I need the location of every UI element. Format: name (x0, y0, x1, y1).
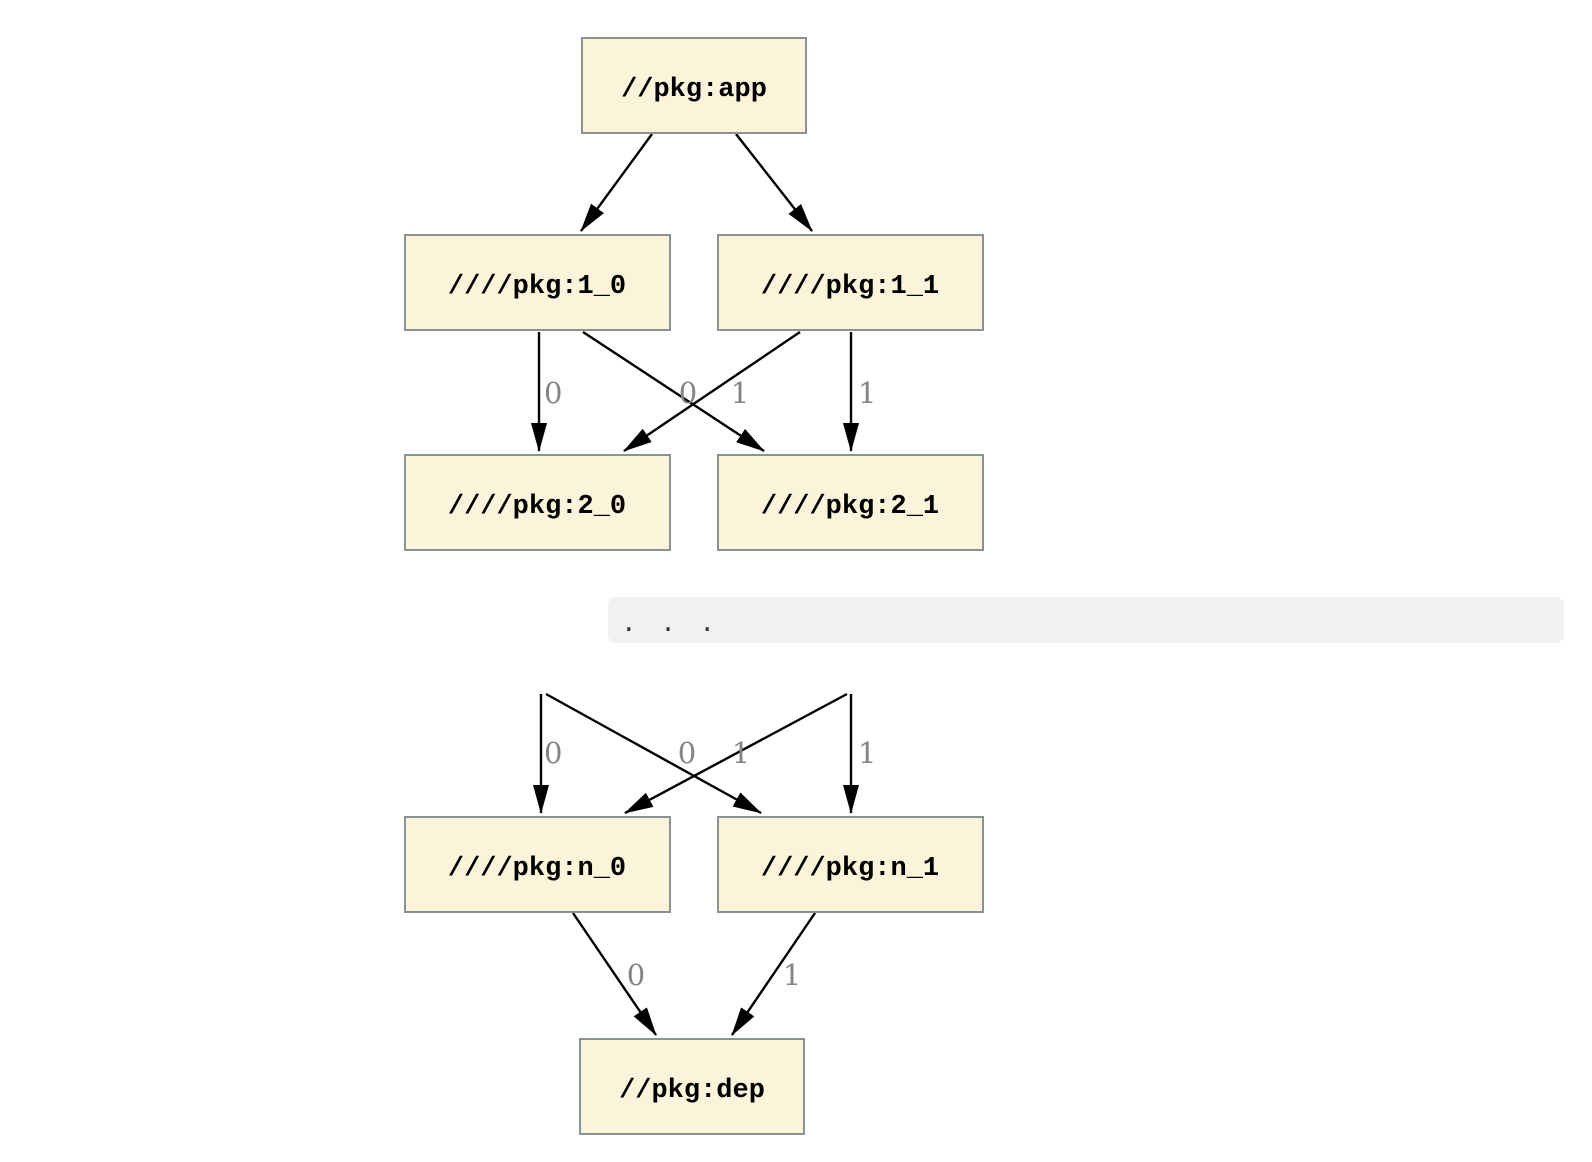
node-app: //pkg:app (581, 37, 807, 134)
ellipsis-band: . . . (608, 597, 1564, 643)
edge-1_1-to-2_0 (623, 331, 801, 452)
edge-label-elided-n_0-left: 0 (544, 736, 562, 770)
edge-label-elided-n_1-cross: 0 (678, 736, 696, 770)
node-1_1: ////pkg:1_1 (717, 234, 984, 331)
node-dep: //pkg:dep (579, 1038, 805, 1135)
edge-1_0-to-2_1 (582, 330, 765, 453)
node-1_1-label: ////pkg:1_1 (761, 272, 939, 302)
edge-app-to-1_1 (735, 133, 813, 232)
edge-label-1_1-2_1: 1 (858, 376, 876, 410)
ellipsis-text: . . . (621, 609, 720, 639)
edge-label-n_1-dep: 1 (783, 958, 801, 992)
node-2_0: ////pkg:2_0 (404, 454, 671, 551)
node-app-label: //pkg:app (621, 75, 767, 105)
node-1_0-box (404, 234, 671, 331)
node-2_1-label: ////pkg:2_1 (761, 492, 939, 522)
upper-graph-edges (531, 133, 859, 453)
node-dep-box (579, 1038, 805, 1135)
node-n_0: ////pkg:n_0 (404, 816, 671, 913)
node-2_0-label: ////pkg:2_0 (448, 492, 626, 522)
node-2_0-box (404, 454, 671, 551)
node-n_1-label: ////pkg:n_1 (761, 854, 939, 884)
node-n_0-label: ////pkg:n_0 (448, 854, 626, 884)
node-app-box (581, 37, 807, 134)
edge-n_0-to-dep (572, 912, 657, 1036)
edge-elided-to-n_0-cross (624, 692, 848, 815)
node-1_0: ////pkg:1_0 (404, 234, 671, 331)
lower-graph-edges (533, 692, 859, 1036)
edge-n_1-to-dep (731, 912, 816, 1036)
edge-app-to-1_0 (580, 133, 653, 232)
node-2_1: ////pkg:2_1 (717, 454, 984, 551)
node-dep-label: //pkg:dep (619, 1076, 765, 1106)
edge-label-1_0-2_0: 0 (544, 376, 562, 410)
node-n_0-box (404, 816, 671, 913)
edge-label-n_0-dep: 0 (627, 958, 645, 992)
upper-graph-edge-labels: 0 0 1 1 (544, 376, 876, 410)
edge-label-1_0-2_1: 0 (679, 376, 697, 410)
edge-elided-to-n_1-cross (545, 692, 762, 815)
node-2_1-box (717, 454, 984, 551)
edge-label-elided-n_1-right: 1 (858, 736, 876, 770)
node-n_1-box (717, 816, 984, 913)
node-1_0-label: ////pkg:1_0 (448, 272, 626, 302)
edge-label-elided-n_0-cross: 1 (732, 736, 750, 770)
node-n_1: ////pkg:n_1 (717, 816, 984, 913)
lower-graph-edge-labels: 0 0 1 1 0 1 (544, 736, 876, 992)
edge-label-1_1-2_0: 1 (731, 376, 749, 410)
node-1_1-box (717, 234, 984, 331)
